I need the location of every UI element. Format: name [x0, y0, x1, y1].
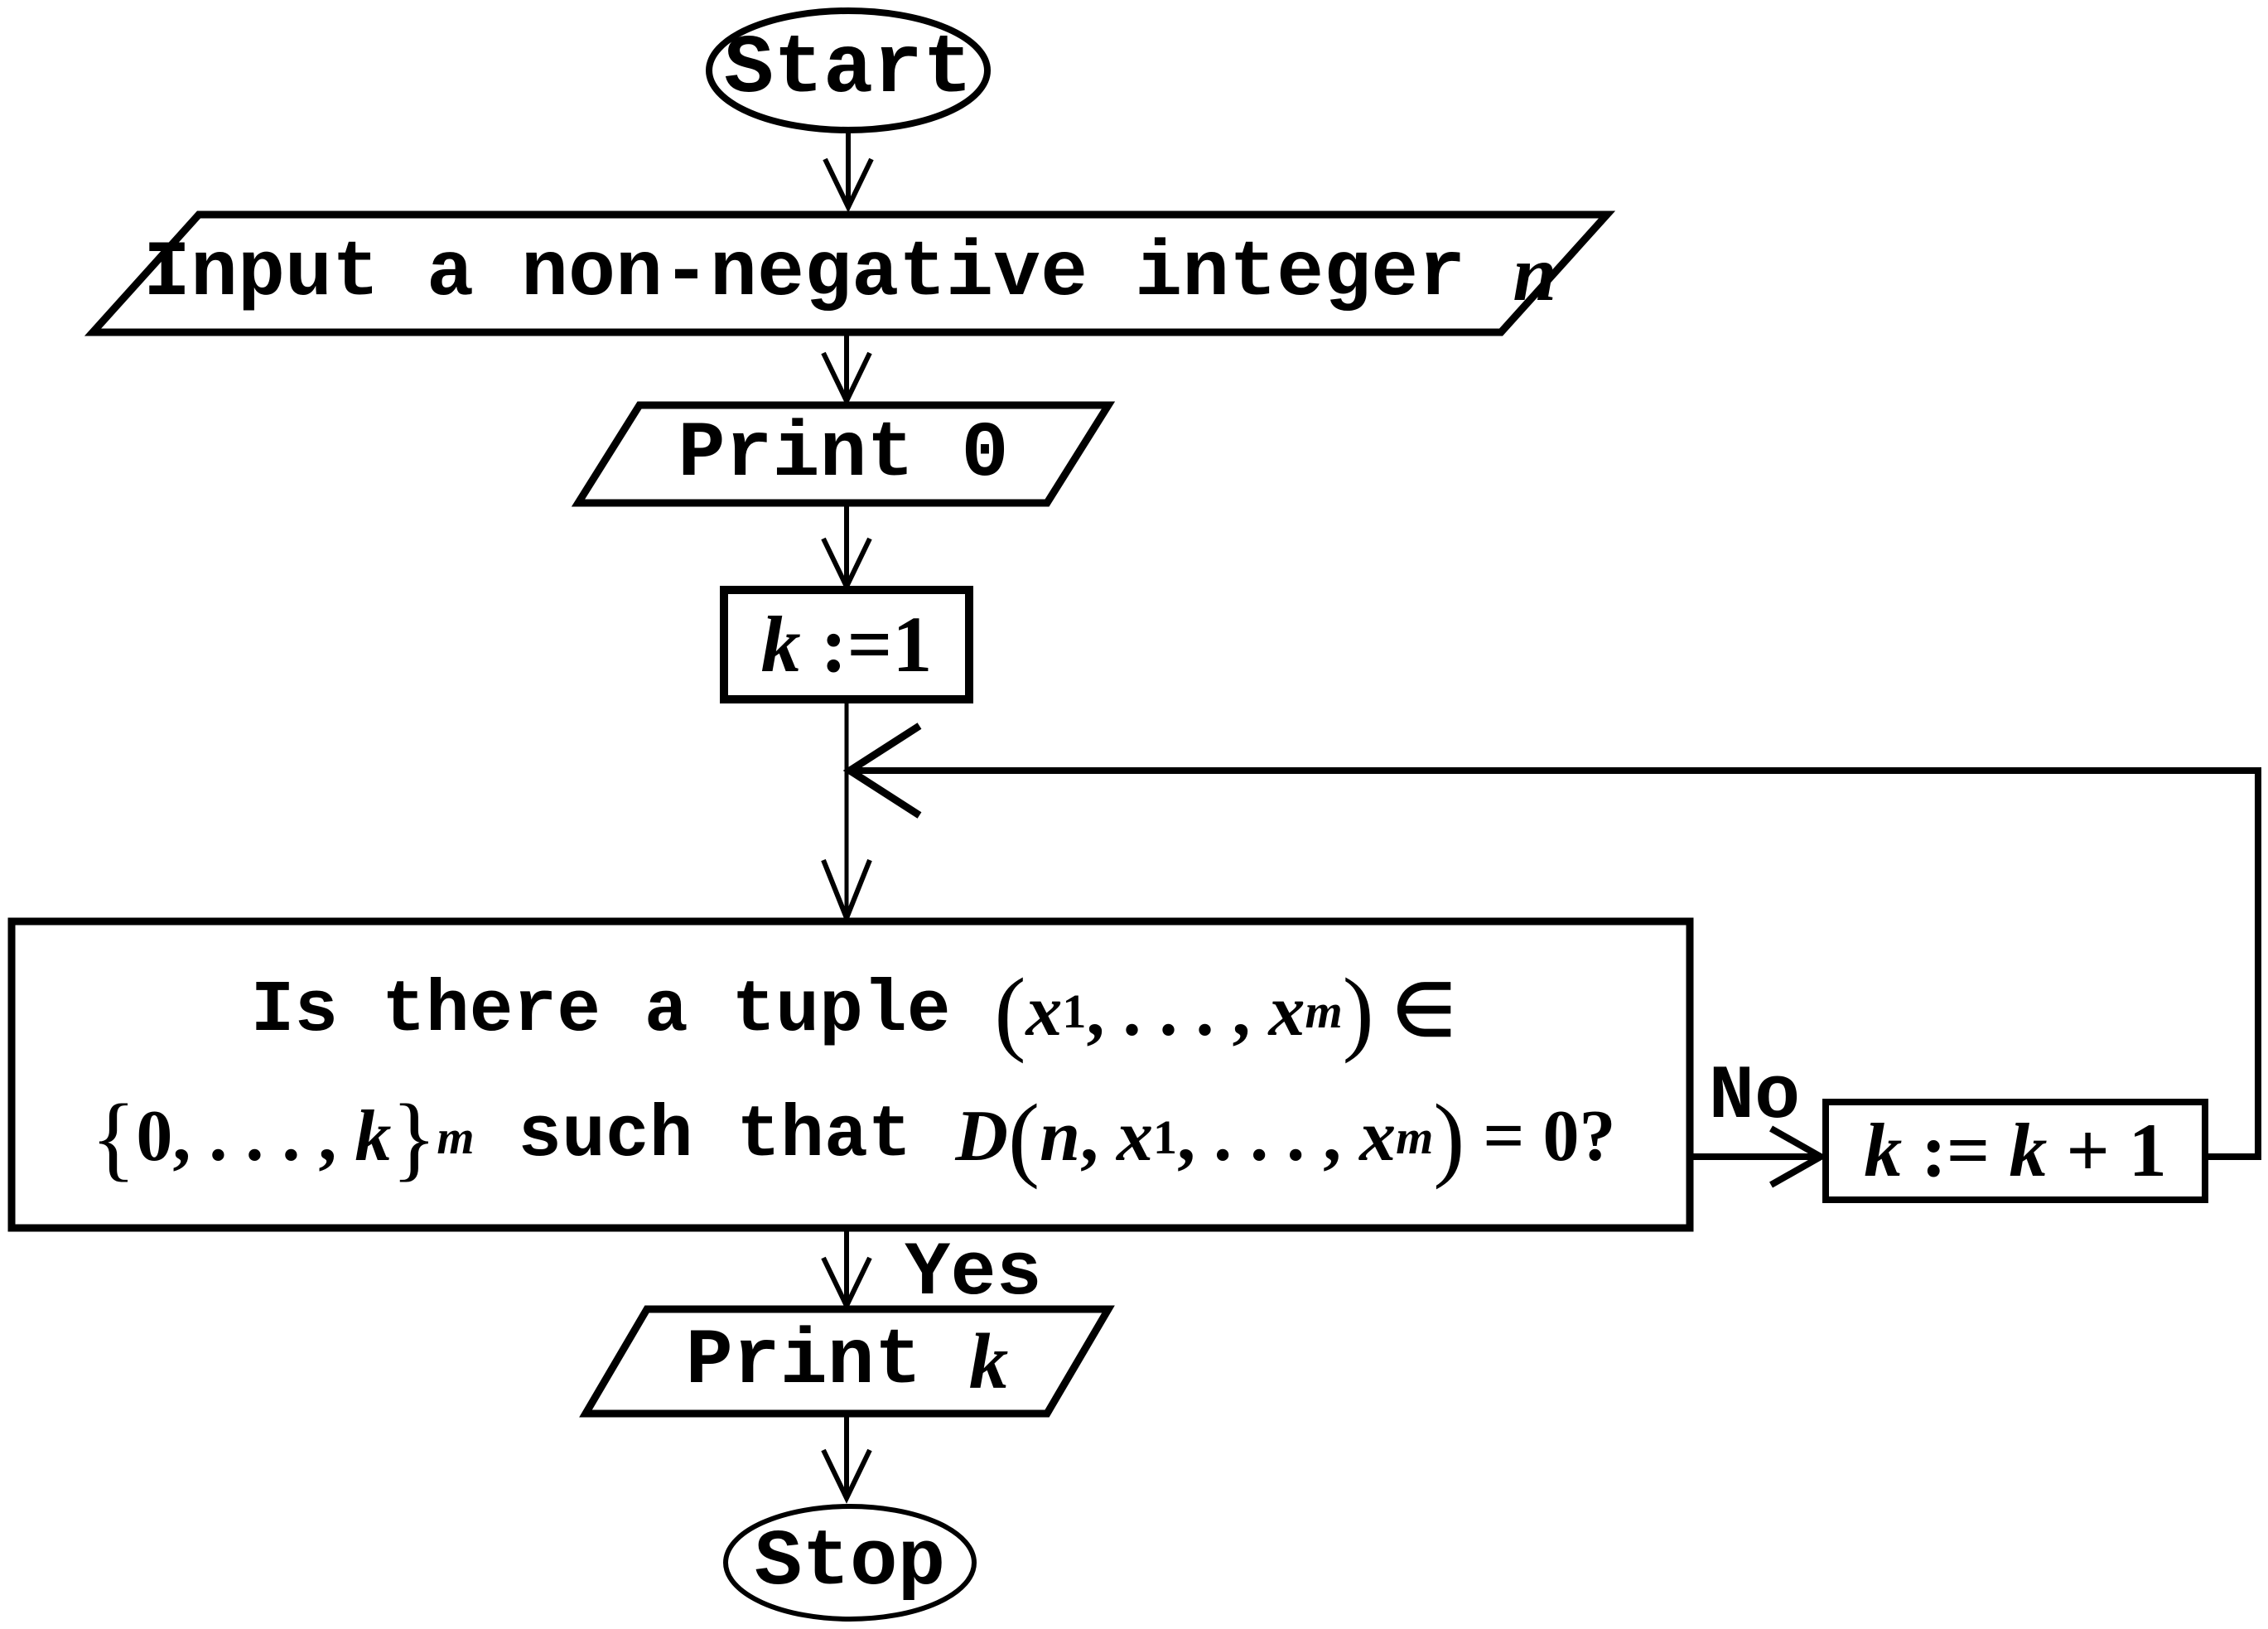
sup-m: m — [437, 1109, 475, 1164]
inck-label: k := k + 1 — [1826, 1102, 2205, 1200]
decision-label: Is there a tuple ( x 1 , . . . , x m ) ∈… — [33, 926, 1673, 1223]
var-k: k — [968, 1317, 1009, 1405]
yes-text: Yes — [905, 1230, 1042, 1317]
no-edge-label: No — [1696, 1055, 1812, 1138]
var-x1: x — [1025, 970, 1063, 1051]
sub-1-2: 1 — [1153, 1109, 1178, 1164]
arrowhead-printk-to-stop — [821, 1448, 872, 1504]
printk-label: Print k — [586, 1309, 1108, 1414]
input-parallelogram-shape — [84, 210, 1616, 336]
comma: , — [1080, 1096, 1117, 1177]
element-of-symbol: ∈ — [1373, 970, 1456, 1051]
decision-text-line2: { 0, . . . , k } m such that D ( n , x 1… — [90, 1084, 1616, 1190]
stop-terminator-shape — [723, 1504, 977, 1622]
set-contents: 0, . . . , — [136, 1096, 355, 1177]
print0-parallelogram-shape — [571, 401, 1116, 507]
sub-1: 1 — [1062, 984, 1087, 1039]
var-k: k — [1864, 1108, 1903, 1193]
start-terminator-shape — [706, 7, 991, 133]
decision-words-1: Is there a tuple — [250, 969, 995, 1052]
no-text: No — [1708, 1053, 1801, 1141]
assign-operator: := — [800, 600, 893, 689]
input-label: Input a non-negative integer n — [116, 216, 1584, 331]
arrowhead-start-to-input — [823, 157, 874, 213]
stop-label: Stop — [726, 1508, 974, 1617]
value-one: 1 — [892, 600, 933, 689]
loopback-connector — [850, 767, 2261, 1160]
var-D: D — [955, 1096, 1008, 1177]
decision-shape — [7, 917, 1694, 1232]
start-label: Start — [709, 13, 987, 128]
decision-text-line1: Is there a tuple ( x 1 , . . . , x m ) ∈ — [250, 959, 1456, 1065]
decision-words-2: such that — [474, 1095, 956, 1178]
value-one: 1 — [2128, 1108, 2167, 1193]
sub-m: m — [1305, 984, 1343, 1039]
inck-process-shape — [1822, 1099, 2208, 1203]
equals-zero: = 0? — [1465, 1096, 1616, 1177]
initk-label: k := 1 — [724, 590, 969, 699]
stop-text: Stop — [754, 1517, 946, 1608]
var-k: k — [760, 600, 801, 689]
var-n: n — [1513, 229, 1557, 317]
var-xm-2: x — [1359, 1096, 1397, 1177]
printk-text: Print — [685, 1316, 969, 1406]
input-text: Input a non-negative integer — [142, 228, 1513, 318]
var-xm: x — [1268, 970, 1305, 1051]
arrowhead-input-to-print0 — [821, 351, 872, 407]
start-text: Start — [723, 23, 973, 117]
var-x1-2: x — [1117, 1096, 1154, 1177]
var-n: n — [1040, 1096, 1081, 1177]
print0-text: Print 0 — [678, 408, 1009, 499]
plus-operator: + — [2047, 1108, 2129, 1193]
ellipsis-commas-2: , . . . , — [1177, 1096, 1360, 1177]
yes-edge-label: Yes — [895, 1231, 1052, 1315]
sub-m-2: m — [1396, 1109, 1434, 1164]
print0-label: Print 0 — [578, 405, 1108, 503]
var-k: k — [355, 1096, 392, 1177]
arrowhead-no-arrow — [1769, 1125, 1828, 1188]
assign-operator: := — [1902, 1108, 2010, 1193]
var-k-2: k — [2009, 1108, 2048, 1193]
ellipsis-commas: , . . . , — [1086, 970, 1269, 1051]
printk-parallelogram-shape — [579, 1305, 1115, 1418]
